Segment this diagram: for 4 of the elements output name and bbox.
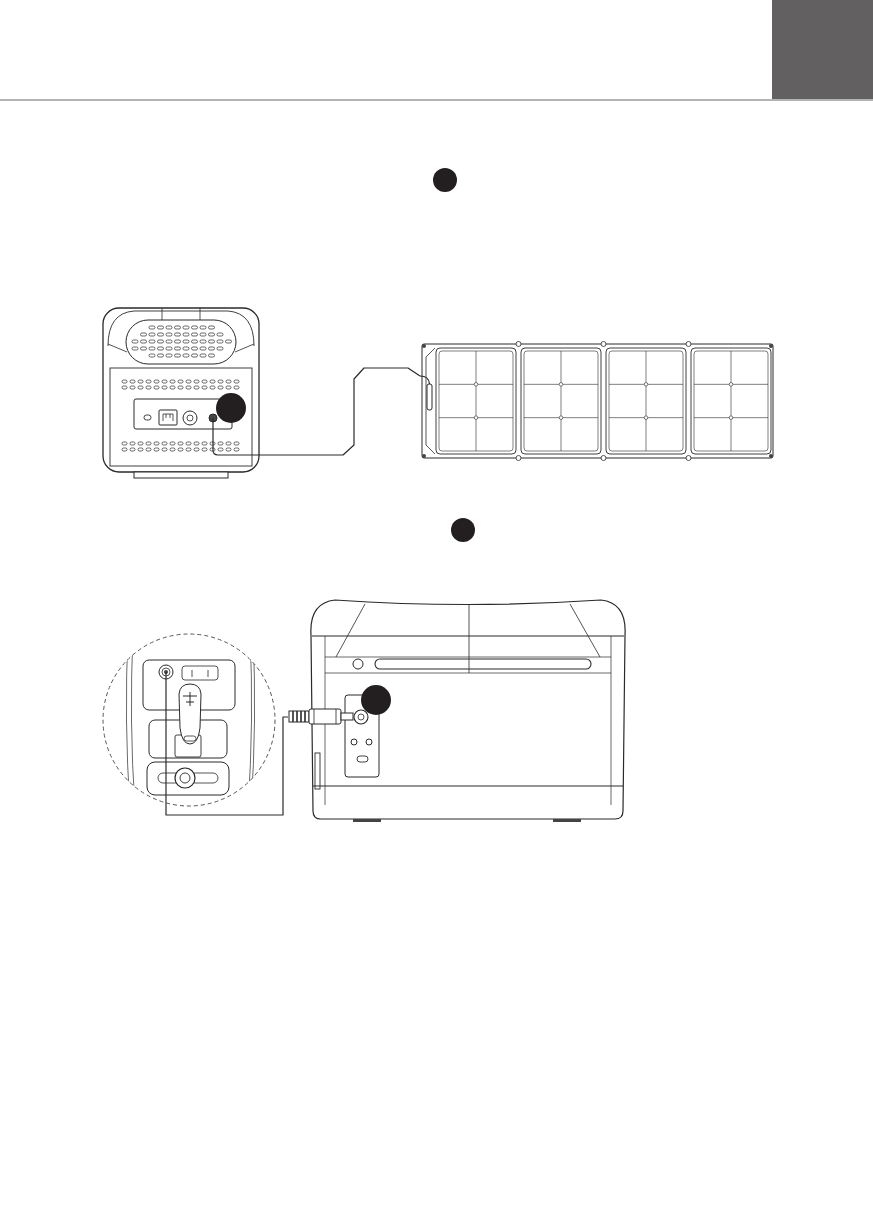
cable	[165, 716, 289, 816]
cable	[261, 367, 421, 456]
solar-panel-drawing	[420, 340, 775, 462]
car-socket-closeup	[100, 632, 278, 808]
